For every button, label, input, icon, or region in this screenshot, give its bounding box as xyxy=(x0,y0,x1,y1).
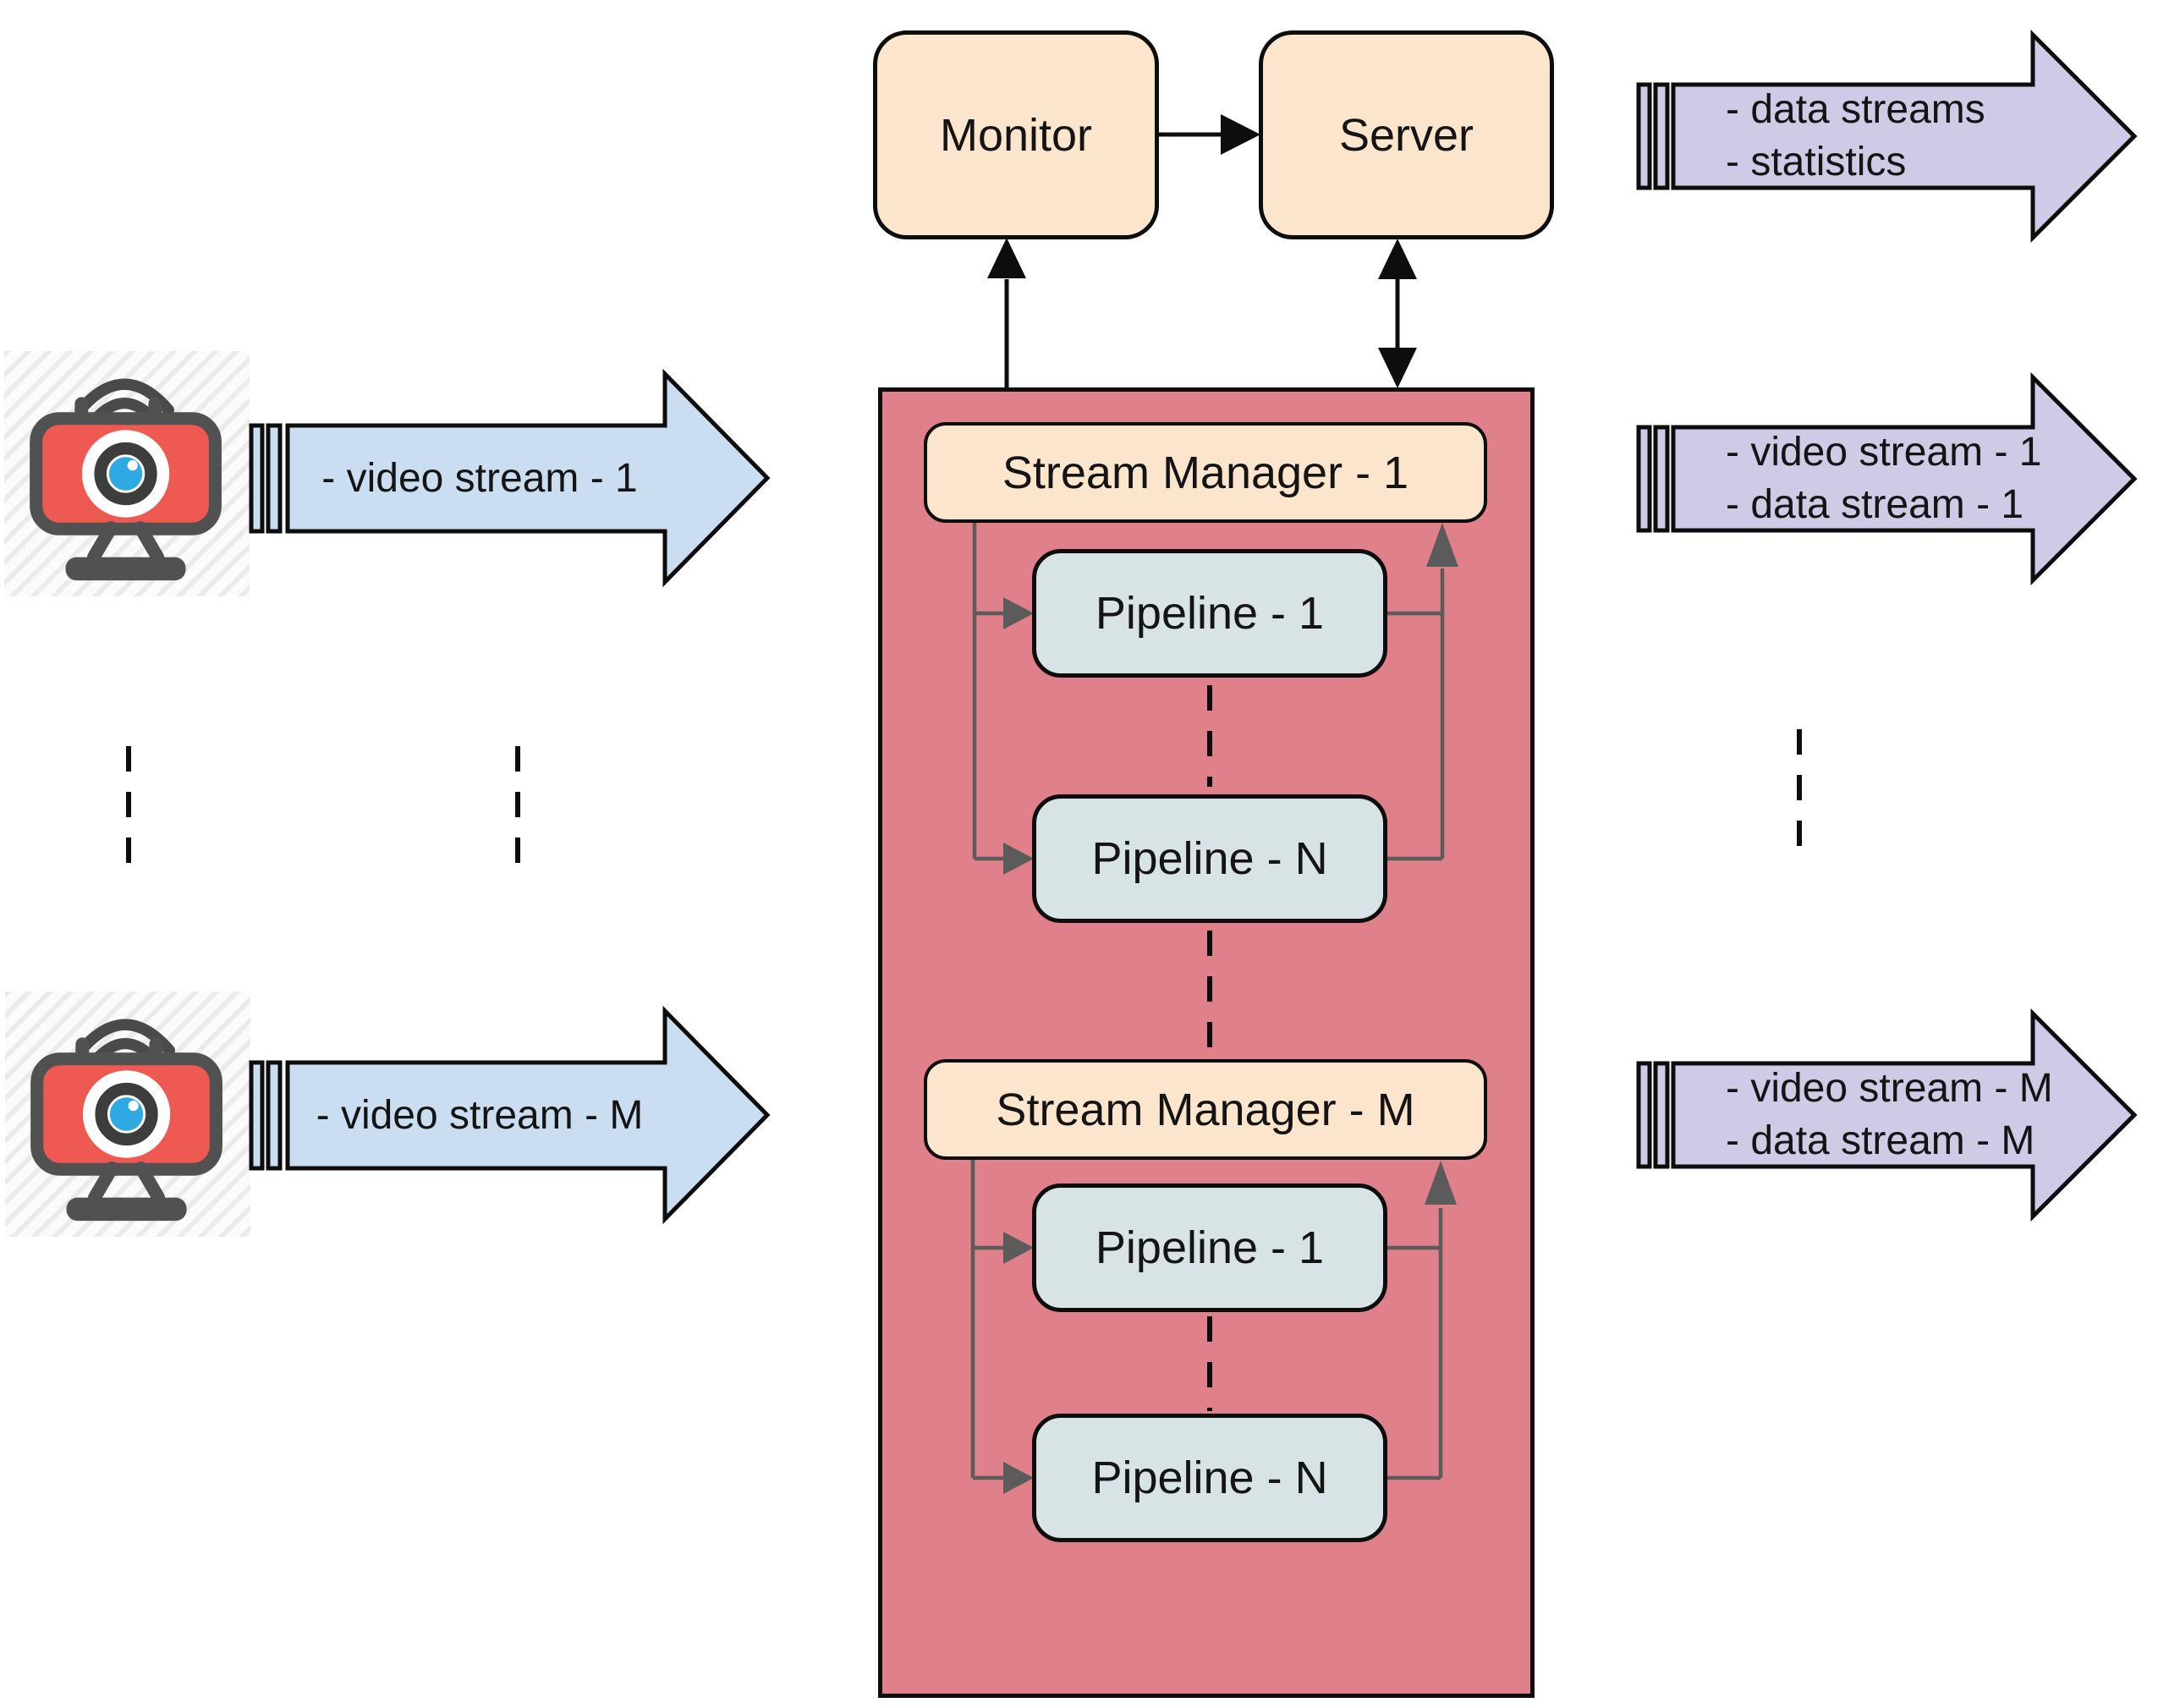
lens-blue xyxy=(108,457,143,491)
tripod-base xyxy=(65,557,186,581)
output-arrow-3 xyxy=(1636,1008,2138,1222)
output-arrow-1 xyxy=(1636,29,2138,244)
tripod-legs xyxy=(88,1161,166,1205)
input-arrow-2-text: - video stream - M xyxy=(316,1092,644,1138)
output-arrow-3-line2: - data stream - M xyxy=(1726,1118,2035,1163)
input-arrow-1-text: - video stream - 1 xyxy=(321,455,638,501)
output-arrow-2 xyxy=(1636,371,2138,586)
pipeline-n-node-group2: Pipeline - N xyxy=(1032,1414,1387,1542)
input-arrow-1-label: - video stream - 1 xyxy=(294,426,665,531)
sm1-pipeline-connectors xyxy=(972,522,1458,875)
webcam-icon xyxy=(5,991,250,1237)
server-label: Server xyxy=(1338,109,1474,161)
stream-manager-1-label: Stream Manager - 1 xyxy=(1002,447,1409,498)
tripod-base xyxy=(66,1197,187,1222)
monitor-to-server-arrow xyxy=(1157,114,1260,155)
container-to-monitor-arrow xyxy=(987,238,1026,389)
monitor-label: Monitor xyxy=(939,109,1093,161)
monitor-node: Monitor xyxy=(873,30,1159,239)
stream-manager-1-node: Stream Manager - 1 xyxy=(924,422,1487,523)
lens-highlight xyxy=(127,460,138,471)
stream-manager-m-node: Stream Manager - M xyxy=(924,1059,1487,1160)
output-arrow-3-label: - video stream - M - data stream - M xyxy=(1692,1063,2081,1167)
pipeline-n-label: Pipeline - N xyxy=(1091,833,1328,884)
output-arrow-2-label: - video stream - 1 - data stream - 1 xyxy=(1692,427,2081,530)
output-arrow-3-line1: - video stream - M xyxy=(1726,1066,2053,1111)
output-arrow-1-label: - data streams - statistics xyxy=(1692,85,2081,188)
output-arrow-2-line2: - data stream - 1 xyxy=(1726,482,2024,527)
pipeline-1-node-group1: Pipeline - 1 xyxy=(1032,549,1387,678)
input-arrow-2 xyxy=(249,1005,771,1225)
lens-blue xyxy=(109,1097,144,1131)
pipeline-n-node-group1: Pipeline - N xyxy=(1032,794,1387,923)
output-arrow-1-line1: - data streams xyxy=(1726,87,1985,132)
server-container-double-arrow xyxy=(1378,239,1417,388)
input-arrow-2-label: - video stream - M xyxy=(294,1063,665,1168)
ellipsis-dashed-lines xyxy=(126,685,1802,1411)
lens-dark-ring xyxy=(94,442,157,506)
output-arrow-1-line2: - statistics xyxy=(1726,140,1907,184)
server-node: Server xyxy=(1259,30,1554,239)
tripod-legs xyxy=(87,520,165,564)
lens-dark-ring xyxy=(95,1082,158,1146)
stream-manager-m-label: Stream Manager - M xyxy=(996,1084,1415,1135)
webcam-icon xyxy=(4,351,250,596)
pipeline-1-node-group2: Pipeline - 1 xyxy=(1032,1184,1387,1312)
output-arrow-2-line1: - video stream - 1 xyxy=(1726,430,2042,475)
pipeline-1-label: Pipeline - 1 xyxy=(1095,588,1325,639)
lens-highlight xyxy=(128,1101,139,1112)
pipeline-1-label: Pipeline - 1 xyxy=(1095,1222,1325,1273)
smm-pipeline-connectors xyxy=(970,1160,1457,1494)
pipeline-n-label: Pipeline - N xyxy=(1091,1453,1328,1503)
input-arrow-1 xyxy=(249,368,771,588)
